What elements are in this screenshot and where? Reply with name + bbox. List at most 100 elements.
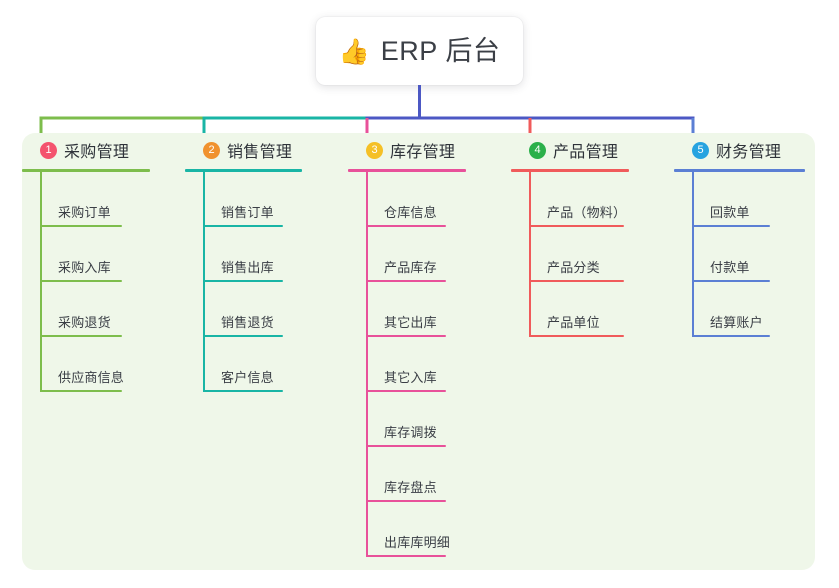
leaf-item[interactable]: 产品分类 [529,227,661,282]
leaf-item-underline [366,335,446,337]
column-4: 4 产品管理产品（物料） 产品分类产品单位 [511,133,661,337]
leaf-item[interactable]: 销售订单 [203,172,335,227]
leaf-item-label: 库存调拨 [384,425,437,440]
column-underline [185,169,302,172]
column-badge-2: 2 [203,141,220,159]
leaf-item[interactable]: 结算账户 [692,282,814,337]
leaf-item-label: 供应商信息 [58,370,125,385]
column-badge-5: 5 [692,141,709,159]
leaf-item-label: 采购入库 [58,260,111,275]
leaf-item[interactable]: 供应商信息 [40,337,172,392]
columns-container: 1 采购管理采购订单采购入库采购退货供应商信息 2 销售管理销售订单销售出库销售退货客… [22,133,815,570]
leaf-item-label: 产品库存 [384,260,437,275]
leaf-item[interactable]: 出库库明细 [366,502,498,557]
leaf-item-underline [366,390,446,392]
leaf-item[interactable]: 采购退货 [40,282,172,337]
column-title: 产品管理 [553,144,619,161]
column-title: 销售管理 [227,144,293,161]
root-node-content: 👍 ERP 后台 [338,35,501,66]
leaf-item[interactable]: 采购入库 [40,227,172,282]
leaf-item-underline [692,335,770,337]
column-underline [674,169,805,172]
leaf-item-underline [529,225,624,227]
root-node-title: ERP 后台 [380,35,501,66]
leaf-item[interactable]: 销售出库 [203,227,335,282]
root-node-card[interactable]: 👍 ERP 后台 [316,17,523,85]
leaf-item[interactable]: 仓库信息 [366,172,498,227]
leaf-item-label: 销售订单 [221,205,274,220]
column-title: 采购管理 [64,144,130,161]
leaf-item-underline [203,280,283,282]
leaf-item[interactable]: 采购订单 [40,172,172,227]
diagram-panel [22,133,815,570]
leaf-item-underline [366,225,446,227]
column-badge-3: 3 [366,141,383,159]
column-1: 1 采购管理采购订单采购入库采购退货供应商信息 [22,133,172,392]
leaf-item[interactable]: 其它出库 [366,282,498,337]
column-header-4[interactable]: 4 产品管理 [511,133,661,167]
leaf-item-underline [366,280,446,282]
leaf-item[interactable]: 回款单 [692,172,814,227]
column-spine [203,172,205,392]
leaf-item-label: 采购订单 [58,205,111,220]
column-items: 产品（物料） 产品分类产品单位 [511,172,661,337]
column-title: 财务管理 [716,144,782,161]
column-badge-4: 4 [529,141,546,159]
leaf-item[interactable]: 付款单 [692,227,814,282]
leaf-item-label: 回款单 [710,205,750,220]
column-items: 采购订单采购入库采购退货供应商信息 [22,172,172,392]
leaf-item-underline [203,225,283,227]
leaf-item[interactable]: 产品单位 [529,282,661,337]
leaf-item[interactable]: 其它入库 [366,337,498,392]
leaf-item[interactable]: 产品（物料） [529,172,661,227]
column-5: 5 财务管理回款单付款单结算账户 [674,133,814,337]
leaf-item-underline [40,225,122,227]
leaf-item-label: 仓库信息 [384,205,437,220]
leaf-item-underline [366,500,446,502]
column-spine [40,172,42,392]
column-header-3[interactable]: 3 库存管理 [348,133,498,167]
leaf-item-underline [529,280,624,282]
column-spine [692,172,694,337]
leaf-item-label: 出库库明细 [384,535,451,550]
leaf-item-label: 其它出库 [384,315,437,330]
leaf-item-label: 客户信息 [221,370,274,385]
leaf-item-underline [529,335,624,337]
leaf-item-label: 产品分类 [547,260,600,275]
leaf-item-label: 付款单 [710,260,750,275]
column-items: 回款单付款单结算账户 [674,172,814,337]
column-header-1[interactable]: 1 采购管理 [22,133,172,167]
leaf-item-underline [203,335,283,337]
leaf-item-underline [40,280,122,282]
leaf-item-underline [203,390,283,392]
leaf-item-label: 产品单位 [547,315,600,330]
column-header-2[interactable]: 2 销售管理 [185,133,335,167]
column-2: 2 销售管理销售订单销售出库销售退货客户信息 [185,133,335,392]
leaf-item[interactable]: 客户信息 [203,337,335,392]
leaf-item-underline [366,445,446,447]
column-underline [348,169,466,172]
column-spine [529,172,531,337]
leaf-item[interactable]: 库存盘点 [366,447,498,502]
leaf-item[interactable]: 库存调拨 [366,392,498,447]
leaf-item-label: 产品（物料） [547,205,627,220]
leaf-item-underline [366,555,446,557]
column-badge-1: 1 [40,141,57,159]
column-spine [366,172,368,557]
leaf-item-underline [40,335,122,337]
leaf-item-label: 销售退货 [221,315,274,330]
leaf-item-underline [692,280,770,282]
leaf-item[interactable]: 产品库存 [366,227,498,282]
leaf-item-label: 结算账户 [710,315,763,330]
column-items: 仓库信息产品库存其它出库其它入库库存调拨库存盘点出库库明细 [348,172,498,557]
column-items: 销售订单销售出库销售退货客户信息 [185,172,335,392]
leaf-item[interactable]: 销售退货 [203,282,335,337]
column-header-5[interactable]: 5 财务管理 [674,133,814,167]
leaf-item-label: 其它入库 [384,370,437,385]
leaf-item-label: 库存盘点 [384,480,437,495]
leaf-item-underline [692,225,770,227]
column-title: 库存管理 [390,144,456,161]
leaf-item-label: 销售出库 [221,260,274,275]
column-underline [22,169,150,172]
thumbs-up-icon: 👍 [338,37,370,66]
